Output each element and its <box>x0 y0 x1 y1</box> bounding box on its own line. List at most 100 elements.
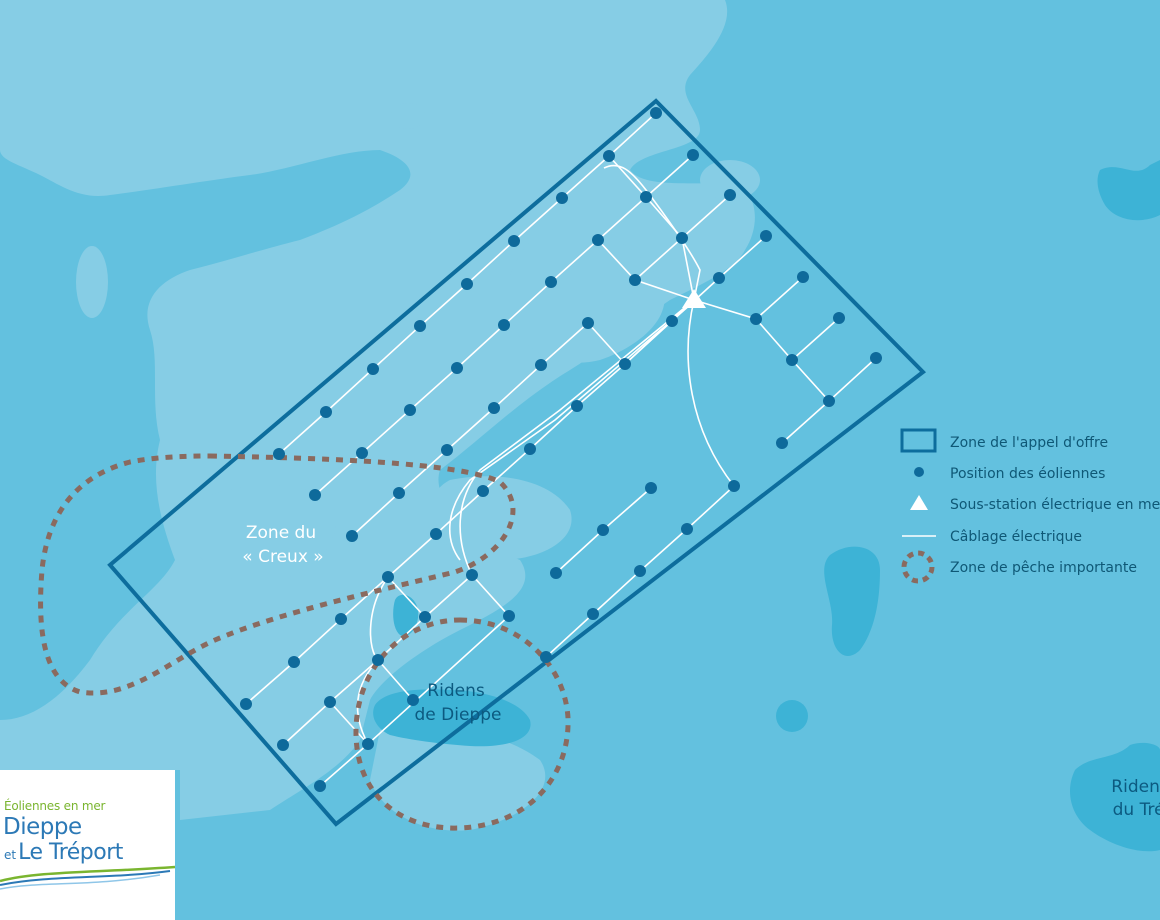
turbine-dot-icon <box>372 654 384 666</box>
substation-triangle-icon <box>682 289 706 308</box>
label-ridens-treport-line1: Ridens <box>1111 777 1160 797</box>
turbine-dot-icon <box>571 400 583 412</box>
cable-segment <box>377 659 414 701</box>
cable-segment <box>693 299 830 402</box>
cable-segment <box>387 576 426 618</box>
turbine-dot-icon <box>823 395 835 407</box>
turbine-dot-icon <box>414 320 426 332</box>
turbine-dot-icon <box>597 524 609 536</box>
turbine-dot-icon <box>797 271 809 283</box>
turbine-dot-icon <box>776 437 788 449</box>
cable-segment <box>449 304 691 561</box>
zone-appel-offre-outline <box>107 98 927 827</box>
turbine-dot-icon <box>650 107 662 119</box>
turbine-dot-icon <box>273 448 285 460</box>
shallow-water <box>0 0 755 831</box>
cable-segment <box>687 299 735 487</box>
cable-segment <box>608 155 695 301</box>
turbine-dot-icon <box>441 444 453 456</box>
turbine-dot-icon <box>676 232 688 244</box>
label-ridens-treport-line2: du Tréport <box>1113 800 1160 820</box>
logo-subtitle: Éoliennes en mer <box>4 799 106 813</box>
turbine-dot-icon <box>461 278 473 290</box>
legend-zone-swatch <box>900 428 937 453</box>
turbine-dot-icon <box>419 611 431 623</box>
turbine-dot-icon <box>760 230 772 242</box>
turbine-dot-icon <box>451 362 463 374</box>
turbine-dot-icon <box>592 234 604 246</box>
turbine-dot-icon <box>346 530 358 542</box>
turbine-dot-icon <box>430 528 442 540</box>
turbine-dot-icon <box>404 404 416 416</box>
turbine-dot-icon <box>477 485 489 497</box>
turbine-dot-icon <box>508 235 520 247</box>
turbine-dot-icon <box>309 489 321 501</box>
turbine-dot-icon <box>603 150 615 162</box>
turbine-dot-icon <box>540 651 552 663</box>
legend-cable-label: Câblage électrique <box>950 529 1082 545</box>
fishing-zones <box>38 453 571 831</box>
turbine-dot-icon <box>503 610 515 622</box>
cable-segment <box>459 299 695 576</box>
turbine-dot-icon <box>488 402 500 414</box>
turbine-dot-icon <box>407 694 419 706</box>
turbine-dot-icon <box>587 608 599 620</box>
turbine-dot-icon <box>393 487 405 499</box>
turbine-dot-icon <box>750 313 762 325</box>
turbine-dot-icon <box>728 480 740 492</box>
logo-title-treport-line: etLe Tréport <box>4 840 123 865</box>
fishing-zone-creux <box>38 453 516 696</box>
legend-turbine-dot-icon <box>914 467 924 477</box>
cable-segment <box>351 322 589 537</box>
legend-fishing-swatch <box>901 550 935 584</box>
fishing-zone-ridens-dieppe <box>353 617 571 831</box>
turbine-dot-icon <box>535 359 547 371</box>
turbine-dot-icon <box>288 656 300 668</box>
turbine-dot-icon <box>382 571 394 583</box>
turbine-dot-icon <box>550 567 562 579</box>
turbine-dot-icon <box>277 739 289 751</box>
label-zone-creux-line1: Zone du <box>246 523 316 543</box>
turbine-dot-icon <box>356 447 368 459</box>
cable-segment <box>791 317 840 361</box>
logo-wave-icon <box>0 865 175 890</box>
turbine-dot-icon <box>582 317 594 329</box>
cable-segment <box>329 701 369 745</box>
turbine-dot-icon <box>870 352 882 364</box>
turbine-dot-icon <box>524 443 536 455</box>
cable-segment <box>587 322 626 365</box>
turbine-dot-icon <box>634 565 646 577</box>
turbine-dot-icon <box>724 189 736 201</box>
legend-substation-triangle-icon <box>910 495 928 510</box>
turbine-dot-icon <box>367 363 379 375</box>
turbine-dot-icon <box>681 523 693 535</box>
turbine-dot-icon <box>619 358 631 370</box>
turbine-dot-icon <box>545 276 557 288</box>
label-zone-creux-line2: « Creux » <box>242 547 323 567</box>
turbine-dot-icon <box>466 569 478 581</box>
cable-segment <box>471 574 510 617</box>
turbine-dot-icon <box>324 696 336 708</box>
turbine-dot-icon <box>687 149 699 161</box>
legend-substation-label: Sous-station électrique en mer <box>950 497 1160 513</box>
cable-segment <box>755 276 804 320</box>
legend-turbine-label: Position des éoliennes <box>950 466 1105 482</box>
turbine-dot-icon <box>786 354 798 366</box>
turbine-dot-icon <box>556 192 568 204</box>
label-ridens-dieppe-line1: Ridens <box>427 681 485 701</box>
legend-fishing-label: Zone de pêche importante <box>950 560 1137 576</box>
legend: Zone de l'appel d'offre Position des éol… <box>900 428 1160 584</box>
logo-title-dieppe: Dieppe <box>3 814 82 840</box>
turbine-dot-icon <box>240 698 252 710</box>
turbine-dot-icon <box>640 191 652 203</box>
turbine-dot-icon <box>629 274 641 286</box>
turbine-dot-icon <box>833 312 845 324</box>
turbine-dot-icon <box>666 315 678 327</box>
turbine-dot-icon <box>645 482 657 494</box>
turbine-dot-icon <box>320 406 332 418</box>
logo-eoliennes-dieppe-treport: Éoliennes en mer Dieppe etLe Tréport <box>0 770 175 920</box>
turbine-dot-icon <box>498 319 510 331</box>
label-ridens-dieppe-line2: de Dieppe <box>415 705 502 725</box>
legend-zone-label: Zone de l'appel d'offre <box>950 435 1108 451</box>
turbine-dot-icon <box>335 613 347 625</box>
